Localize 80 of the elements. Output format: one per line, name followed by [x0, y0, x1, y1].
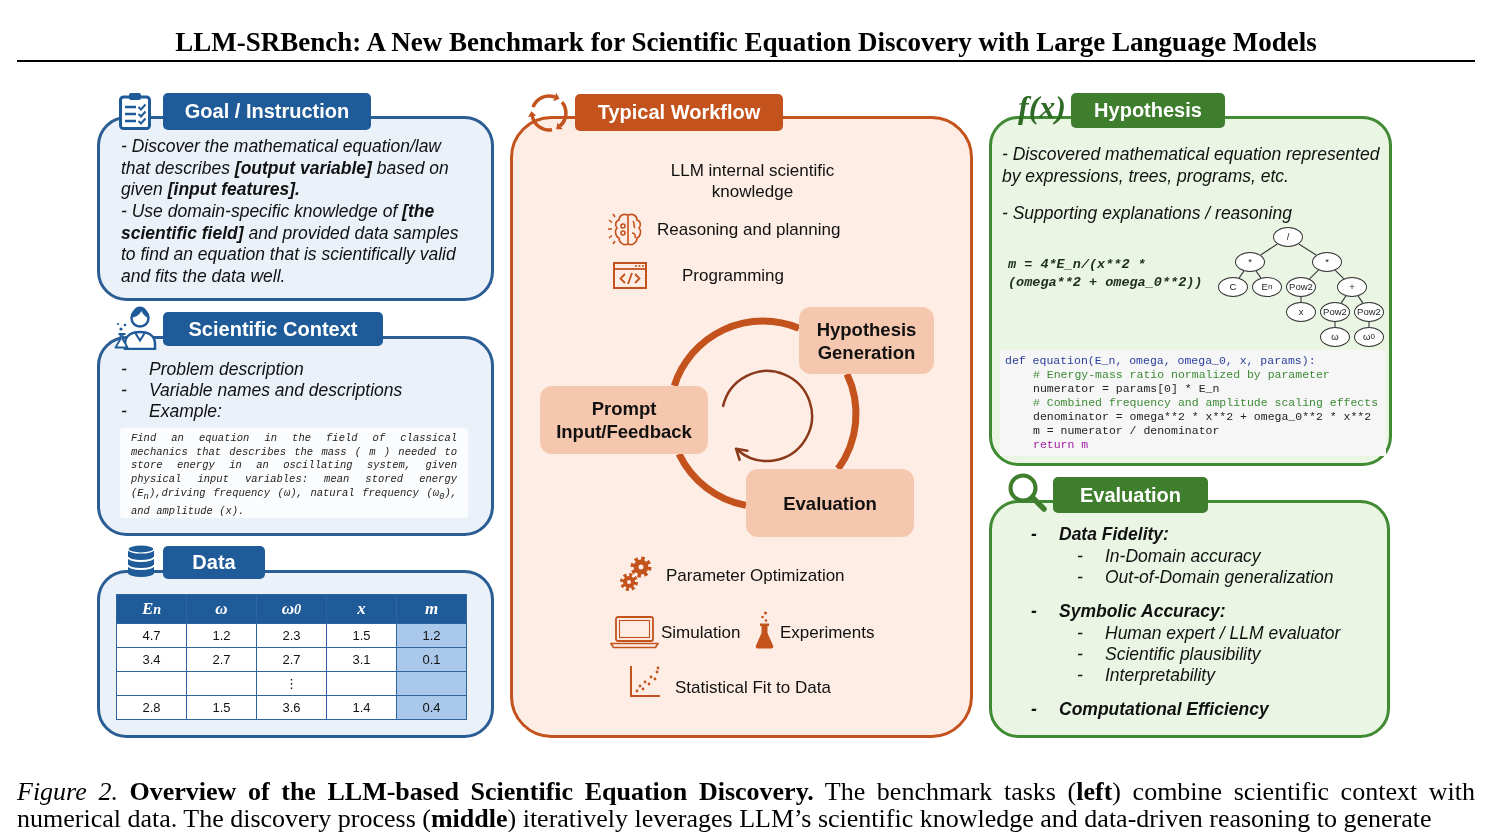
- bullet-text: - Use domain-specific knowledge of [the scientific field] and provided data samples to find an equation that is scientifically valid and fits the data well.: [121, 201, 460, 288]
- code-line: # Energy-mass ratio normalized by parameter: [1033, 368, 1330, 382]
- table-cell: 3.1: [327, 648, 396, 671]
- code-line: return m: [1033, 438, 1089, 452]
- cycle-arc: [671, 317, 801, 388]
- equation-text: m = 4*E_n/(x**2 * (omega**2 + omega_0**2)): [1008, 256, 1204, 292]
- bullet-text: - Example:: [121, 401, 222, 423]
- header-cell: ω: [187, 595, 256, 623]
- bullet-text: - Out-of-Domain generalization: [1077, 567, 1334, 589]
- bullet-text: - Scientific plausibility: [1077, 644, 1261, 666]
- table-cell: 2.7: [257, 648, 326, 671]
- process-step: Prompt Input/Feedback: [540, 386, 708, 454]
- bullet-text: - Problem description: [121, 359, 304, 381]
- bullet-text: - Discover the mathematical equation/law that describes [output variable] based on given [input features].: [121, 136, 450, 201]
- header-cell: m: [397, 595, 466, 623]
- figure-caption: Figure 2. Overview of the LLM-based Scientific Equation Discovery. The benchmark tasks (left) combine scientific context with numerical data. The discovery process (middle) iteratively leverages LLM’s scientific knowledge and data-driven reasoning to generate: [17, 778, 1475, 832]
- bullet-text: - Computational Efficiency: [1031, 699, 1269, 721]
- panel-heading: Goal / Instruction: [163, 93, 371, 130]
- data-panel: [97, 543, 494, 738]
- panel-heading: Evaluation: [1053, 477, 1208, 513]
- bullet-text: - Variable names and descriptions: [121, 380, 403, 402]
- code-block: [1000, 350, 1386, 456]
- tree-branch: [1340, 295, 1347, 304]
- panel-heading: Scientific Context: [163, 312, 383, 346]
- tree-branch: [1260, 243, 1278, 256]
- workflow-item: Statistical Fit to Data: [675, 677, 831, 698]
- table-cell: 2.7: [187, 648, 256, 671]
- tree-branch: [1334, 321, 1336, 328]
- tree-branch: [1238, 270, 1245, 279]
- code-line: numerator = params[0] * E_n: [1033, 382, 1220, 396]
- tree-branch: [1334, 269, 1345, 280]
- workflow-item: Reasoning and planning: [657, 219, 841, 240]
- tree-branch: [1298, 243, 1317, 256]
- bullet-text: - In-Domain accuracy: [1077, 546, 1261, 568]
- table-cell: ⋮: [257, 672, 326, 695]
- bullet-text: - Discovered mathematical equation represented by expressions, trees, programs, etc.: [1002, 144, 1381, 188]
- table-cell: 1.4: [327, 696, 396, 719]
- header-cell: x: [327, 595, 396, 623]
- table-cell: 1.2: [397, 624, 466, 647]
- process-step: Evaluation: [746, 469, 914, 537]
- bullet-text: - Data Fidelity:: [1031, 524, 1169, 546]
- tree-branch: [1357, 295, 1364, 304]
- code-line: m = numerator / denominator: [1033, 424, 1220, 438]
- table-cell: 0.4: [397, 696, 466, 719]
- example-prompt: Find an equation in the field of classical mechanics that describes the mass ( m ) needed to store energy in an oscillating system, given physical input variables: mean stored energy (E$_{n}$),driving frequency (ω), natural frequency (ω$_{0}$), and amplitude (x).: [120, 428, 468, 518]
- cycle-arc: [835, 372, 860, 471]
- workflow-item: LLM internal scientific knowledge: [669, 160, 836, 202]
- table-cell: 3.6: [257, 696, 326, 719]
- table-cell: 3.4: [117, 648, 186, 671]
- tree-branch: [1368, 321, 1370, 328]
- bullet-text: - Human expert / LLM evaluator: [1077, 623, 1341, 645]
- code-line: denominator = omega**2 * x**2 + omega_0**2 * x**2: [1033, 410, 1372, 424]
- workflow-item: Simulation: [661, 622, 741, 643]
- tree-branch: [1255, 270, 1262, 279]
- panel-heading: Typical Workflow: [575, 94, 783, 131]
- workflow-item: Experiments: [780, 622, 875, 643]
- table-cell: 1.5: [327, 624, 396, 647]
- bullet-text: - Supporting explanations / reasoning: [1002, 203, 1292, 225]
- tree-branch: [1300, 296, 1302, 303]
- table-cell: 2.3: [257, 624, 326, 647]
- tree-branch: [1309, 269, 1319, 280]
- table-cell: 1.2: [187, 624, 256, 647]
- cycle-arc: [676, 452, 747, 509]
- panel-heading: Data: [163, 546, 265, 579]
- panel-heading: Hypothesis: [1071, 93, 1225, 128]
- workflow-item: Parameter Optimization: [666, 565, 845, 586]
- workflow-item: Programming: [682, 265, 785, 286]
- diagram-title: LLM-SRBench: A New Benchmark for Scientific Equation Discovery with Large Language Models: [175, 26, 1317, 58]
- table-cell: 2.8: [117, 696, 186, 719]
- code-line: # Combined frequency and amplitude scaling effects: [1033, 396, 1379, 410]
- function-symbol: f(x): [1018, 88, 1066, 126]
- table-cell: 1.5: [187, 696, 256, 719]
- table-cell: 4.7: [117, 624, 186, 647]
- bullet-text: - Interpretability: [1077, 665, 1215, 687]
- bullet-text: - Symbolic Accuracy:: [1031, 601, 1226, 623]
- evaluation-panel: [989, 472, 1390, 738]
- table-cell: 0.1: [397, 648, 466, 671]
- process-step: Hypothesis Generation: [799, 307, 934, 374]
- code-line: def equation(E_n, omega, omega_0, x, params):: [1005, 354, 1316, 368]
- instruction-panel: [97, 90, 494, 301]
